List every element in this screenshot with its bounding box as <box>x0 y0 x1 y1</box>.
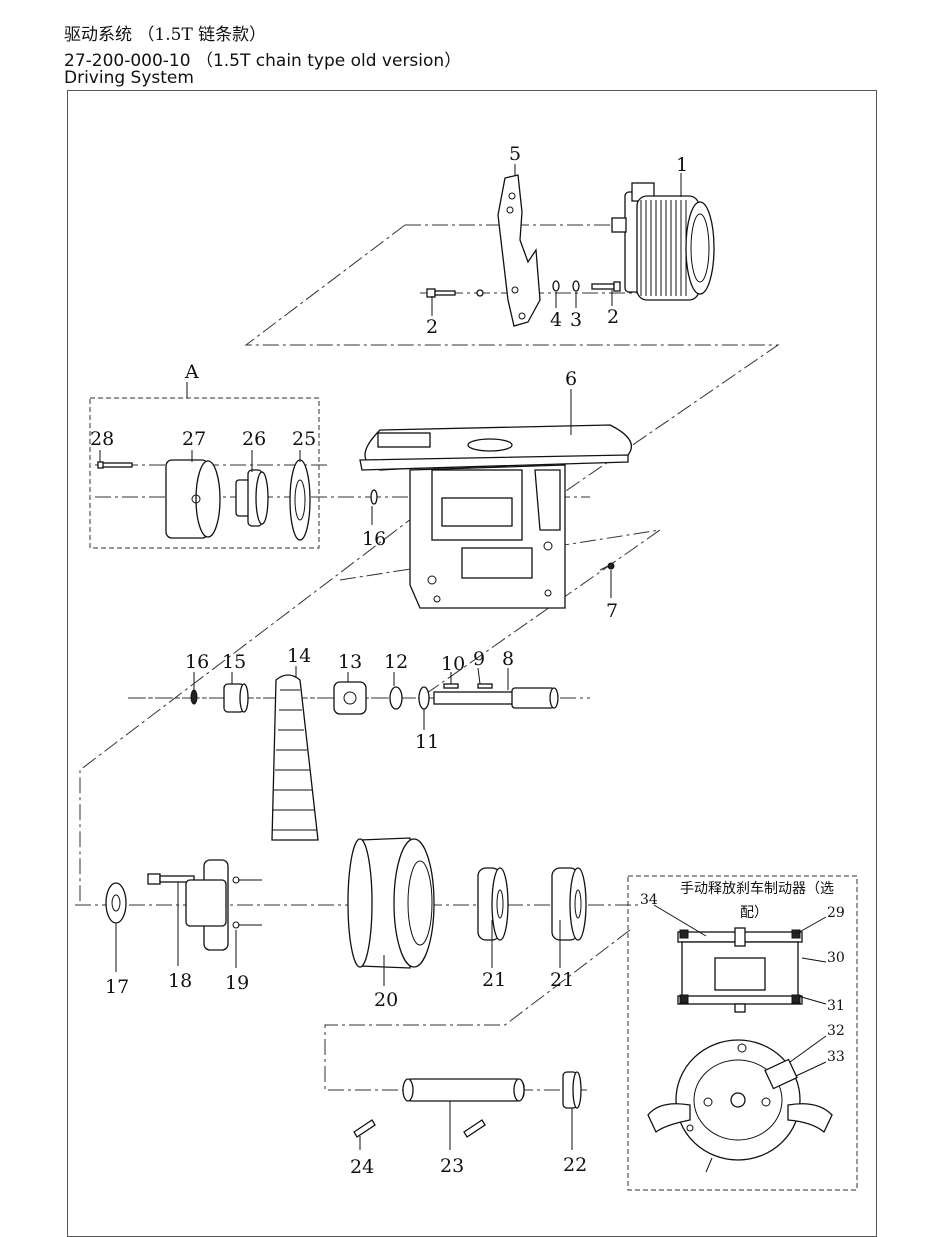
title-chinese: 驱动系统 （1.5T 链条款） <box>64 25 267 45</box>
callout-34: 34 <box>640 892 658 908</box>
callout-26: 26 <box>242 428 266 450</box>
section-title: Driving System <box>64 68 194 88</box>
callout-20: 20 <box>374 989 398 1011</box>
wheel-assembly-parts <box>105 837 587 969</box>
fasteners-row <box>426 280 621 298</box>
callout-16a: 16 <box>185 651 209 673</box>
callout-15: 15 <box>222 651 246 673</box>
brake-option-box <box>627 875 858 1191</box>
callout-13: 13 <box>338 651 362 673</box>
callout-31: 31 <box>827 998 845 1014</box>
callout-25: 25 <box>292 428 316 450</box>
callout-32: 32 <box>827 1023 845 1039</box>
brake-section-view <box>677 927 803 1013</box>
part-number-title: 27-200-000-10 （1.5T chain type old versi… <box>64 51 462 71</box>
assembly-guide-lines <box>75 224 780 1091</box>
brake-box-title: 手动释放刹车制动器（选 <box>680 880 834 897</box>
callout-12: 12 <box>384 651 408 673</box>
callout-27: 27 <box>182 428 206 450</box>
brake-front-view <box>647 1039 833 1173</box>
callout-3: 3 <box>570 309 582 331</box>
callout-10: 10 <box>441 653 465 675</box>
callout-9: 9 <box>473 648 485 670</box>
callout-17: 17 <box>105 976 129 998</box>
motor-part <box>611 182 715 301</box>
callout-29: 29 <box>827 905 845 921</box>
callout-7: 7 <box>606 600 618 622</box>
group-a-box <box>89 397 320 549</box>
callout-22: 22 <box>563 1154 587 1176</box>
callout-19: 19 <box>225 972 249 994</box>
callout-16b: 16 <box>362 528 386 550</box>
callout-11: 11 <box>415 731 439 753</box>
callout-24: 24 <box>350 1156 374 1178</box>
shaft-assembly-parts <box>190 674 559 841</box>
callout-33: 33 <box>827 1049 845 1065</box>
callout-23: 23 <box>440 1155 464 1177</box>
callout-30: 30 <box>827 950 845 966</box>
callout-2b: 2 <box>607 306 619 328</box>
group-a-parts <box>97 459 378 541</box>
brake-box-title-cont: 配） <box>740 905 768 921</box>
callout-2a: 2 <box>426 316 438 338</box>
callout-28: 28 <box>90 428 114 450</box>
nut-part <box>607 562 615 570</box>
callout-14: 14 <box>287 645 311 667</box>
callout-6: 6 <box>565 368 577 390</box>
callout-18: 18 <box>168 970 192 992</box>
bracket-part <box>497 174 541 327</box>
leader-lines <box>99 164 827 1150</box>
axle-parts <box>353 1071 582 1138</box>
callout-5: 5 <box>509 143 521 165</box>
callout-8: 8 <box>502 648 514 670</box>
callout-4: 4 <box>550 309 562 331</box>
callout-1: 1 <box>676 154 688 176</box>
callout-21a: 21 <box>482 969 506 991</box>
group-a-label: A <box>184 361 199 383</box>
frame-body-part <box>359 424 633 609</box>
callout-21b: 21 <box>550 969 574 991</box>
